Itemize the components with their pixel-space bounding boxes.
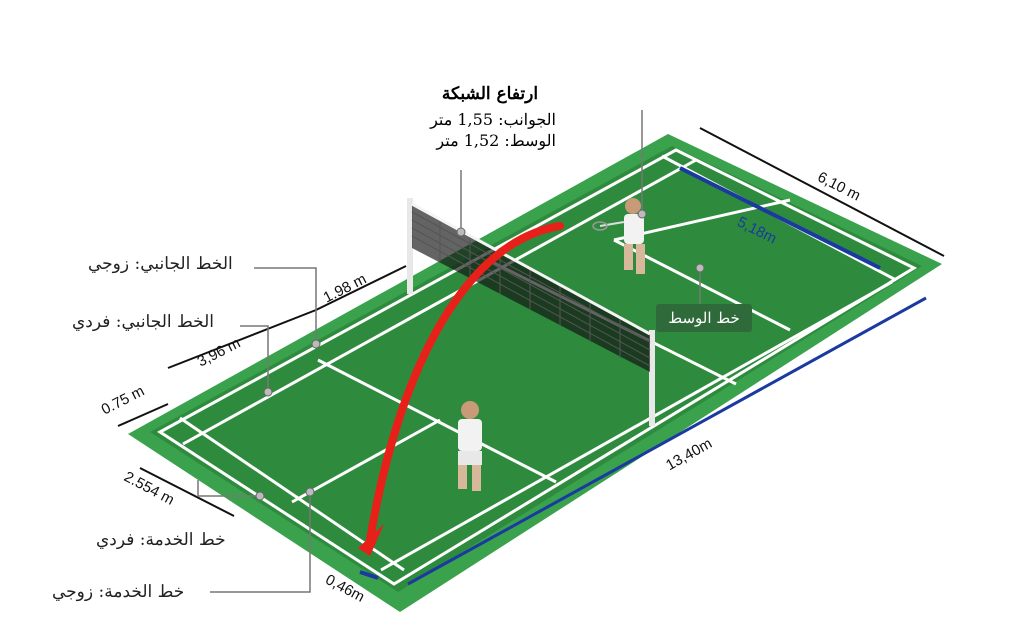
net-height-center: الوسط: 1,52 متر xyxy=(436,131,556,150)
shuttle-arrow-head xyxy=(358,524,384,556)
singles-side-line-near xyxy=(182,158,697,446)
width-dim-line xyxy=(699,127,945,257)
net-height-title: ارتفاع الشبكة xyxy=(441,84,539,104)
center-line-near xyxy=(291,418,441,504)
back-alley-marker xyxy=(359,570,379,580)
dim-3-96 xyxy=(167,309,317,369)
net-height-sides: الجوانب: 1,55 متر xyxy=(430,110,556,129)
dimension-lines xyxy=(117,127,945,517)
doubles-service-line-label: خط الخدمة: زوجي xyxy=(52,582,185,602)
dim-0-75 xyxy=(117,403,169,427)
singles-side-line-far xyxy=(380,280,893,572)
singles-side-line-label: الخط الجانبي: فردي xyxy=(72,312,215,332)
player-far xyxy=(592,198,645,274)
boundary-line xyxy=(157,148,918,586)
singles-service-line-label: خط الخدمة: فردي xyxy=(96,530,226,550)
shuttle-path xyxy=(366,222,564,544)
center-line-label: خط الوسط xyxy=(656,304,752,332)
net-tape xyxy=(411,202,651,336)
dim-2-554 xyxy=(139,467,235,517)
court-surface xyxy=(150,146,922,592)
doubles-side-line-label: الخط الجانبي: زوجي xyxy=(88,254,233,274)
net-mesh xyxy=(411,211,651,367)
dim-1-98 xyxy=(315,265,407,311)
leader-lines xyxy=(197,110,701,593)
length-marker xyxy=(407,296,927,586)
back-width-marker xyxy=(679,166,881,270)
player-near xyxy=(458,401,482,491)
